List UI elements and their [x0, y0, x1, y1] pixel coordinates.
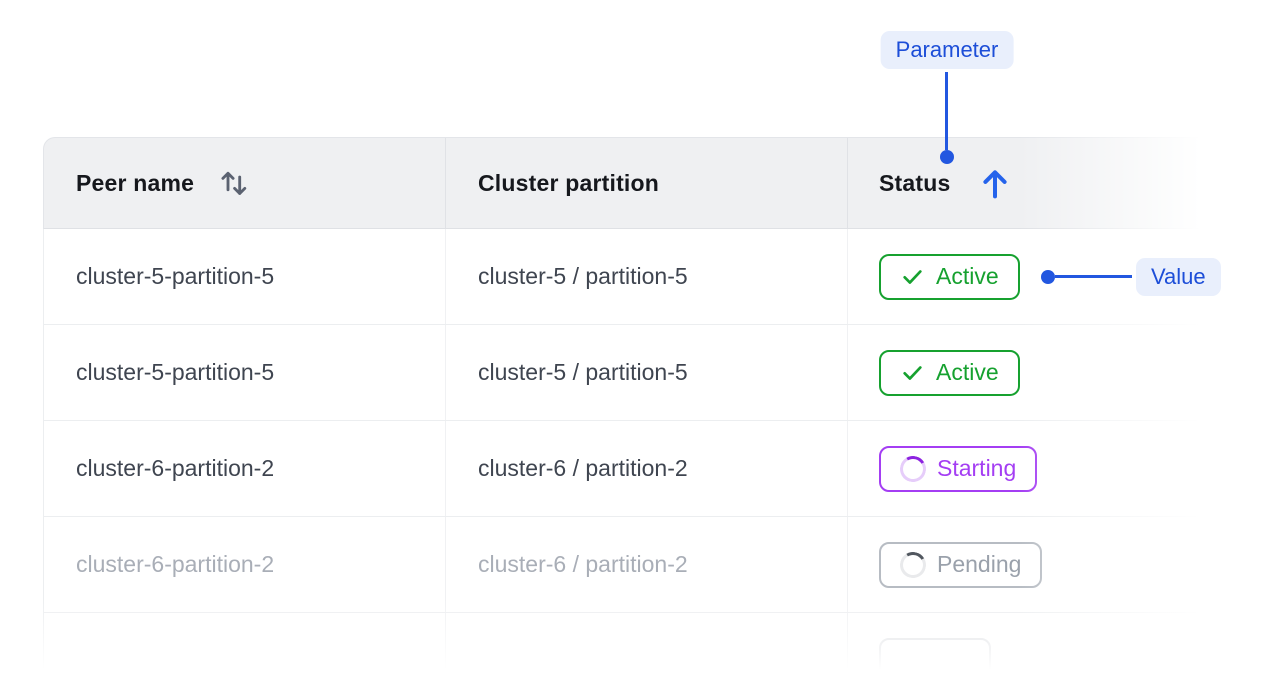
status-cell	[848, 613, 1210, 688]
status-badge-label: Active	[936, 263, 999, 289]
status-badge-pending: Pending	[879, 541, 1043, 588]
arrow-up-icon[interactable]	[979, 164, 1011, 202]
status-cell: Starting	[848, 421, 1210, 516]
status-badge-active: Active	[879, 349, 1020, 396]
table-row: cluster-6-partition-2 cluster-6 / partit…	[43, 421, 1210, 517]
status-cell: Active	[848, 325, 1210, 420]
spinner-icon	[897, 548, 929, 581]
check-icon	[900, 360, 925, 385]
status-badge-label: Starting	[937, 455, 1017, 481]
peers-table: Peer name Cluster partition Status	[43, 137, 1210, 688]
peer-name-cell: cluster-5-partition-5	[44, 325, 446, 420]
column-header-status-label: Status	[879, 169, 951, 196]
cluster-partition-cell: cluster-6 / partition-2	[446, 421, 848, 516]
cluster-partition-cell: cluster-5 / partition-5	[446, 229, 848, 324]
cluster-partition-cell: cluster-6 / partition-2	[446, 517, 848, 612]
status-cell: Pending	[848, 517, 1210, 612]
status-cell: Active	[848, 229, 1210, 324]
sort-arrows-icon[interactable]	[216, 164, 252, 202]
table-header: Peer name Cluster partition Status	[43, 137, 1210, 229]
cluster-partition-cell	[446, 613, 848, 688]
value-connector-dot	[1041, 270, 1055, 284]
parameter-connector-dot	[940, 150, 954, 164]
table-row: cluster-6-partition-2 cluster-6 / partit…	[43, 517, 1210, 613]
status-badge-ghost	[879, 637, 991, 684]
parameter-callout-pill: Parameter	[880, 31, 1014, 69]
peer-name-cell	[44, 613, 446, 688]
peer-name-cell: cluster-6-partition-2	[44, 421, 446, 516]
column-header-peer-name[interactable]: Peer name	[44, 138, 446, 228]
column-header-status[interactable]: Status	[848, 138, 1210, 228]
status-badge-label: Pending	[937, 551, 1022, 577]
spinner-icon	[897, 452, 929, 485]
check-icon	[900, 264, 925, 289]
column-header-cluster-partition-label: Cluster partition	[478, 169, 660, 196]
peer-name-cell: cluster-6-partition-2	[44, 517, 446, 612]
peer-name-cell: cluster-5-partition-5	[44, 229, 446, 324]
value-connector-line	[1055, 275, 1132, 278]
value-callout-pill: Value	[1136, 258, 1221, 296]
status-badge-active: Active	[879, 253, 1020, 300]
table-row	[43, 613, 1210, 688]
column-header-cluster-partition[interactable]: Cluster partition	[446, 138, 848, 228]
table-row: cluster-5-partition-5 cluster-5 / partit…	[43, 325, 1210, 421]
status-badge-starting: Starting	[879, 445, 1038, 492]
table-row: cluster-5-partition-5 cluster-5 / partit…	[43, 229, 1210, 325]
parameter-connector-line	[945, 72, 948, 150]
cluster-partition-cell: cluster-5 / partition-5	[446, 325, 848, 420]
column-header-peer-name-label: Peer name	[76, 169, 195, 196]
status-badge-label: Active	[936, 359, 999, 385]
